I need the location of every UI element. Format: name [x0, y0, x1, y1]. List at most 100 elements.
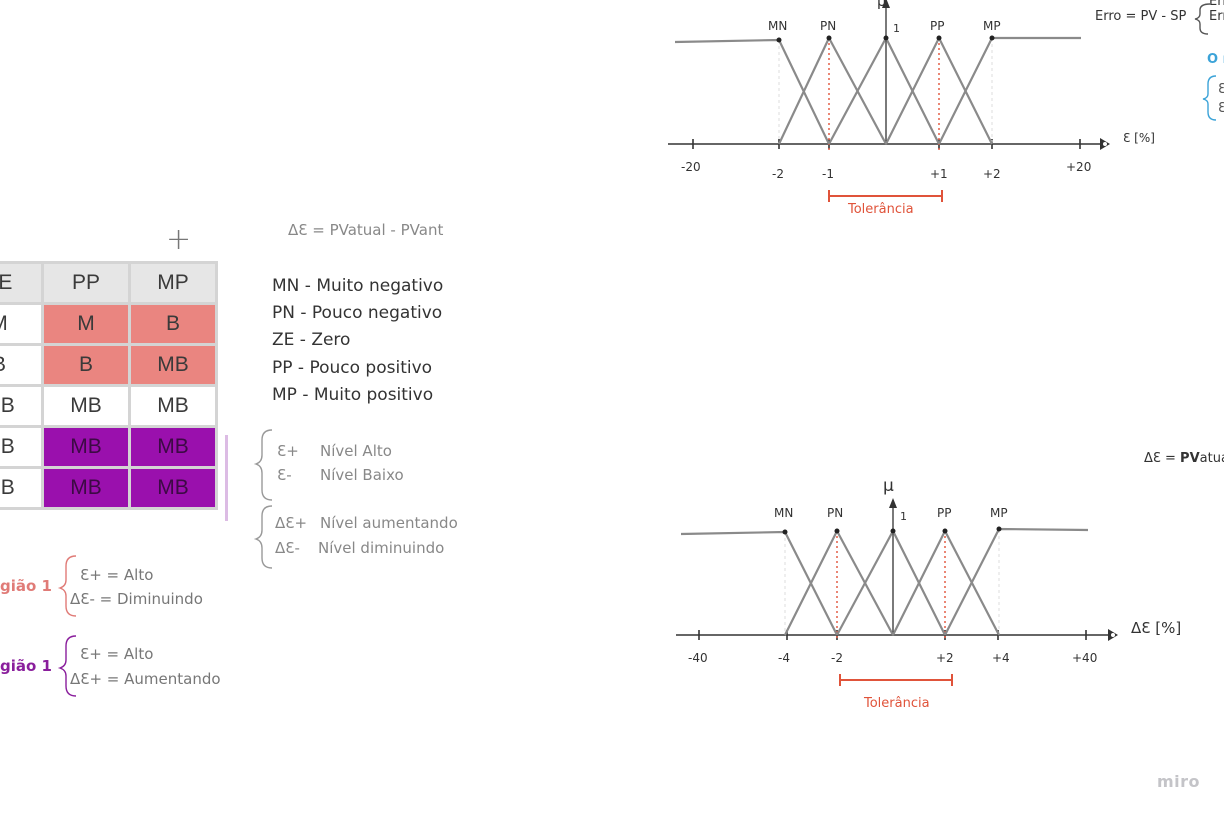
top-tick-label: +20	[1066, 160, 1092, 174]
bottom-tick-label: -2	[831, 651, 843, 665]
bottom-tick-label: +2	[936, 651, 954, 665]
delta-plus-text[interactable]: Nível aumentando	[320, 514, 458, 532]
delta-plus-symbol: ΔƐ+	[275, 514, 308, 532]
top-axis-label: Ɛ [%]	[1123, 131, 1155, 145]
purple-region-frame	[225, 435, 228, 521]
region-1-line: ΔƐ- = Diminuindo	[70, 590, 203, 608]
bottom-set-mn	[680, 530, 838, 636]
region-1-label[interactable]: gião 1	[0, 577, 52, 595]
top-tick-label: -2	[772, 167, 784, 181]
top-tolerance-label: Tolerância	[848, 202, 914, 217]
top-tick-label: -20	[681, 160, 701, 174]
table-row: MB MB MB	[0, 469, 215, 507]
delta-formula-suffix: atual	[1199, 451, 1224, 466]
table-cell: MB	[0, 469, 41, 507]
table-cell: MB	[131, 469, 215, 507]
top-mu-label: μ	[877, 0, 887, 10]
bottom-tick-label: +40	[1072, 651, 1098, 665]
top-y-axis-arrow	[882, 0, 890, 8]
bottom-set-label: MP	[990, 506, 1008, 520]
region-2-line: Ɛ+ = Alto	[80, 645, 154, 663]
table-cell: MB	[44, 387, 128, 425]
miro-logo[interactable]: miro	[1157, 772, 1201, 791]
bottom-set-pp	[892, 529, 1000, 636]
table-cell: MB	[0, 428, 41, 466]
rules-table[interactable]: ZE PP MP M M B B B MB MB MB MB MB MB MB …	[0, 261, 218, 510]
bottom-set-label: PP	[937, 506, 952, 520]
error-note-line: Err	[1209, 9, 1224, 24]
top-peak-label: 1	[893, 22, 900, 35]
error-note-line: Err	[1209, 0, 1224, 9]
table-cell: B	[44, 346, 128, 384]
top-peak-dot	[883, 35, 889, 41]
legend-item[interactable]: PN - Pouco negativo	[272, 303, 443, 323]
region-2-label[interactable]: gião 1	[0, 657, 52, 675]
table-cell: B	[0, 346, 41, 384]
bottom-tick-label: -40	[688, 651, 708, 665]
table-cell: MB	[131, 428, 215, 466]
table-cell: MB	[44, 428, 128, 466]
delta-error-formula[interactable]: ΔƐ = PVatual - PVant	[288, 221, 444, 239]
region-2-line: ΔƐ+ = Aumentando	[70, 670, 221, 688]
bottom-axis-label: ΔƐ [%]	[1131, 619, 1182, 637]
bottom-peak-dot	[890, 528, 896, 534]
top-set-label: PP	[930, 19, 945, 33]
top-peak-dot	[936, 35, 942, 41]
plus-sign: +	[166, 222, 192, 257]
bottom-set-label: PN	[827, 506, 844, 520]
table-row: MB MB MB	[0, 428, 215, 466]
bottom-peak-dot	[782, 529, 788, 535]
top-tick-label: +2	[983, 167, 1001, 181]
table-row: M M B	[0, 305, 215, 343]
table-cell: MB	[0, 387, 41, 425]
bottom-set-pn	[784, 529, 894, 636]
legend-item[interactable]: MP - Muito positivo	[272, 385, 434, 405]
error-minus-text[interactable]: Nível Baixo	[320, 466, 404, 484]
top-set-label: PN	[820, 19, 837, 33]
delta-formula-prefix: ΔƐ =	[1144, 451, 1181, 466]
error-formula[interactable]: Erro = PV - SP	[1095, 9, 1187, 24]
legend-item[interactable]: ZE - Zero	[272, 330, 351, 350]
table-cell: MB	[44, 469, 128, 507]
legend-item[interactable]: MN - Muito negativo	[272, 276, 444, 296]
table-cell: M	[0, 305, 41, 343]
bottom-mu-label: μ	[883, 476, 894, 496]
delta-formula-right[interactable]: ΔƐ = PVatual	[1144, 451, 1224, 466]
bottom-y-axis-arrow	[889, 498, 897, 508]
table-row: B B MB	[0, 346, 215, 384]
bottom-set-label: MN	[774, 506, 794, 520]
table-cell: M	[44, 305, 128, 343]
bottom-peak-dot	[942, 528, 948, 534]
top-peak-dot	[989, 35, 995, 41]
error-plus-symbol: Ɛ+	[277, 442, 299, 460]
bottom-tolerance-label: Tolerância	[864, 696, 930, 711]
table-header-cell: PP	[44, 264, 128, 302]
table-cell: MB	[131, 346, 215, 384]
legend-item[interactable]: PP - Pouco positivo	[272, 358, 433, 378]
blue-note-symbol: Ɛ	[1218, 82, 1224, 97]
delta-minus-symbol: ΔƐ-	[275, 539, 300, 557]
bottom-set-ze	[836, 529, 946, 636]
top-peak-dot	[826, 35, 832, 41]
table-header-cell: MP	[131, 264, 215, 302]
bottom-peak-dot	[996, 526, 1002, 532]
top-tick-label: -1	[822, 167, 834, 181]
bottom-peak-dot	[834, 528, 840, 534]
delta-minus-text[interactable]: Nível diminuindo	[318, 539, 445, 557]
delta-formula-bold: PV	[1180, 451, 1200, 466]
bottom-tick-label: -4	[778, 651, 790, 665]
top-peak-dot	[776, 37, 782, 43]
blue-note-heading: O r	[1207, 52, 1224, 67]
bottom-tick-label: +4	[992, 651, 1010, 665]
error-plus-text[interactable]: Nível Alto	[320, 442, 392, 460]
table-header-cell: ZE	[0, 264, 41, 302]
bottom-set-mp	[944, 527, 1089, 636]
bottom-peak-label: 1	[900, 510, 907, 523]
table-cell: B	[131, 305, 215, 343]
top-set-label: MP	[983, 19, 1001, 33]
error-minus-symbol: Ɛ-	[277, 466, 292, 484]
table-cell: MB	[131, 387, 215, 425]
table-row: ZE PP MP	[0, 264, 215, 302]
